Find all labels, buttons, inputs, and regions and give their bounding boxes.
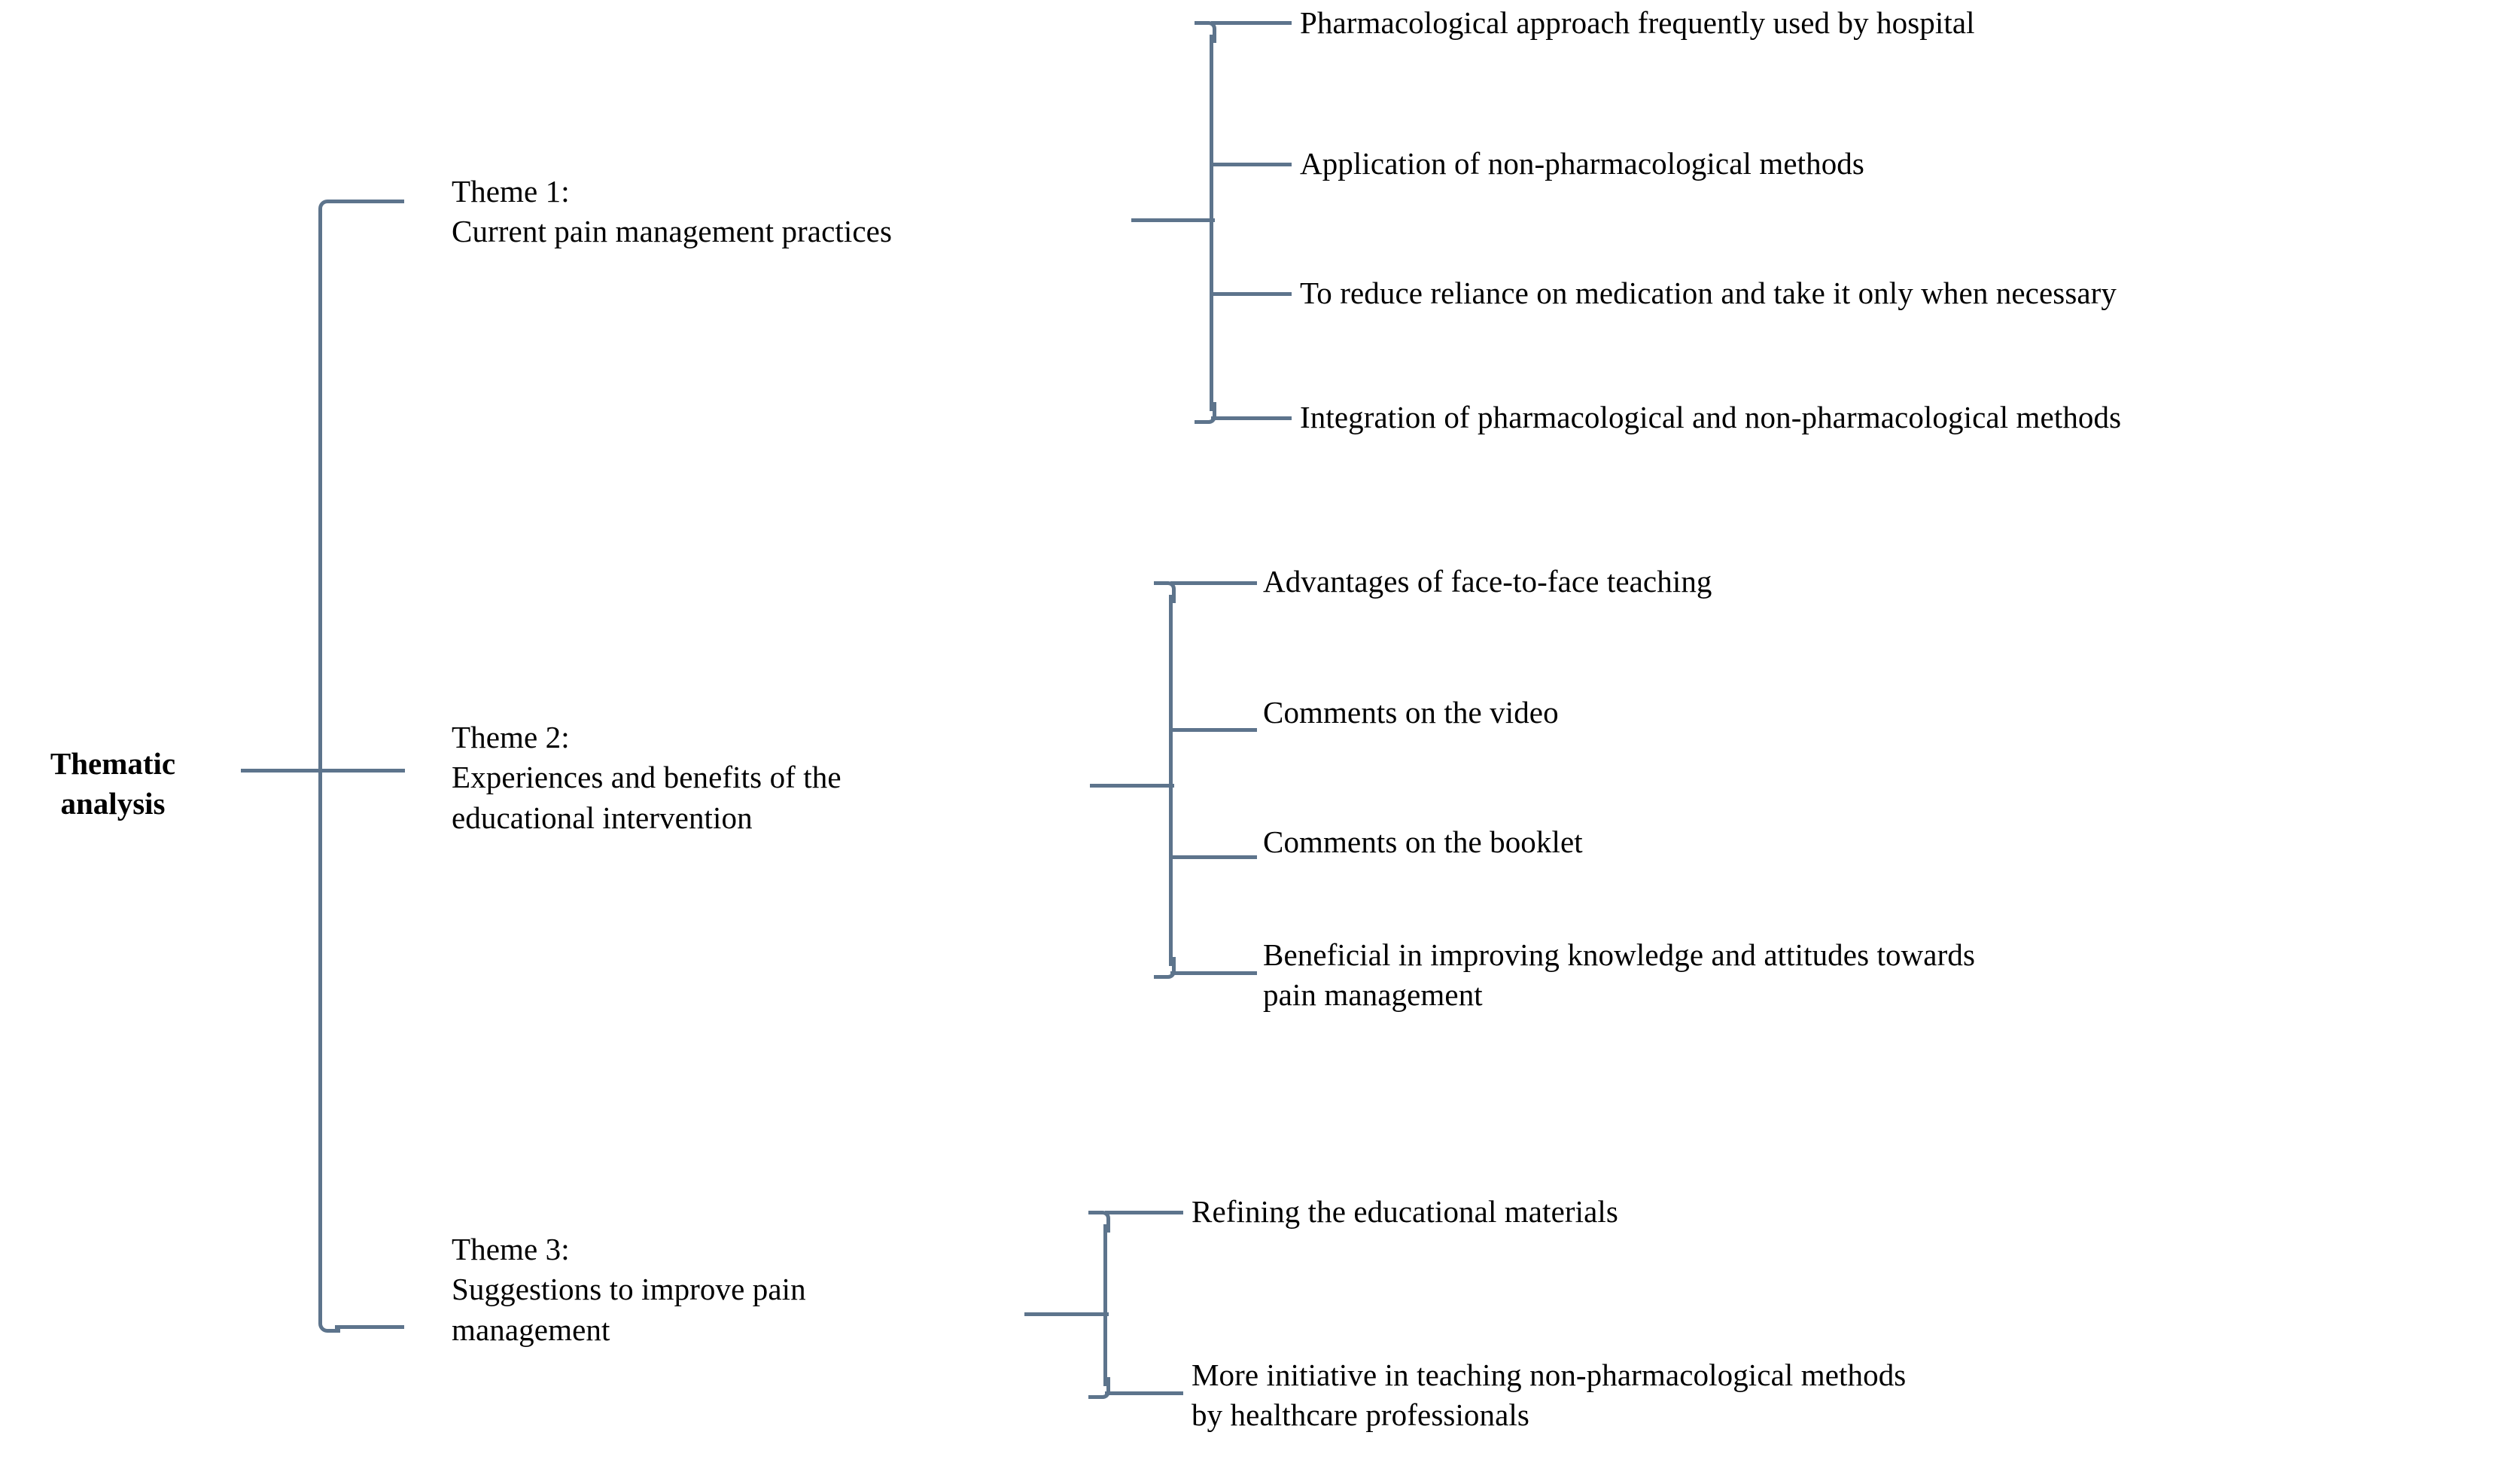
trunk-stub-theme-3 (335, 1325, 404, 1329)
theme-1-label: Theme 1: Current pain management practic… (452, 174, 893, 249)
root-node-label: Thematic analysis (50, 746, 176, 821)
theme-3-leaf-2: More initiative in teaching non-pharmaco… (1192, 1358, 1907, 1433)
theme-3-spine-vertical (1103, 1224, 1107, 1386)
trunk-bottom-elbow (318, 1311, 340, 1333)
trunk-top-elbow (318, 200, 340, 221)
theme-2-leaf-1: Advantages of face-to-face teaching (1263, 564, 1712, 599)
theme-1-spine-vertical (1210, 35, 1213, 411)
trunk-stub-theme-1 (335, 200, 404, 203)
theme-2-leaf-stub-4 (1170, 971, 1257, 975)
theme-1-spine-bottom-elbow (1195, 402, 1216, 424)
trunk-stub-theme-2 (241, 769, 405, 773)
theme-2-leaf-stub-1 (1170, 581, 1257, 585)
theme-2-leaf-4: Beneficial in improving knowledge and at… (1263, 937, 1975, 1013)
theme-3-to-spine-connector (1024, 1312, 1109, 1316)
theme-3-leaf-1: Refining the educational materials (1192, 1194, 1618, 1229)
theme-1-leaf-1: Pharmacological approach frequently used… (1300, 5, 1975, 40)
theme-2-leaf-stub-2 (1169, 728, 1257, 732)
theme-1-leaf-stub-3 (1210, 292, 1292, 296)
theme-2-spine-top-elbow (1154, 581, 1176, 603)
theme-2-leaf-stub-3 (1169, 855, 1257, 859)
theme-3-leaf-stub-1 (1105, 1211, 1183, 1214)
theme-2-spine-bottom-elbow (1154, 957, 1176, 979)
theme-2-leaf-3: Comments on the booklet (1263, 824, 1583, 859)
theme-1-leaf-2: Application of non-pharmacological metho… (1300, 146, 1864, 181)
theme-1-leaf-3: To reduce reliance on medication and tak… (1300, 276, 2117, 310)
theme-1-to-spine-connector (1131, 218, 1215, 222)
theme-1-spine-top-elbow (1195, 21, 1216, 43)
theme-1-leaf-4: Integration of pharmacological and non-p… (1300, 400, 2122, 434)
theme-1-leaf-stub-1 (1211, 21, 1292, 25)
theme-3-spine-bottom-elbow (1088, 1377, 1110, 1399)
theme-1-leaf-stub-2 (1210, 163, 1292, 166)
theme-2-to-spine-connector (1090, 784, 1174, 788)
theme-3-label: Theme 3: Suggestions to improve pain man… (452, 1232, 806, 1347)
trunk-vertical-line (318, 213, 322, 1316)
theme-2-label: Theme 2: Experiences and benefits of the… (452, 720, 842, 835)
theme-2-spine-vertical (1169, 595, 1173, 966)
theme-1-leaf-stub-4 (1211, 416, 1292, 420)
theme-2-leaf-2: Comments on the video (1263, 695, 1559, 730)
theme-3-leaf-stub-2 (1105, 1391, 1183, 1395)
theme-3-spine-top-elbow (1088, 1211, 1110, 1233)
